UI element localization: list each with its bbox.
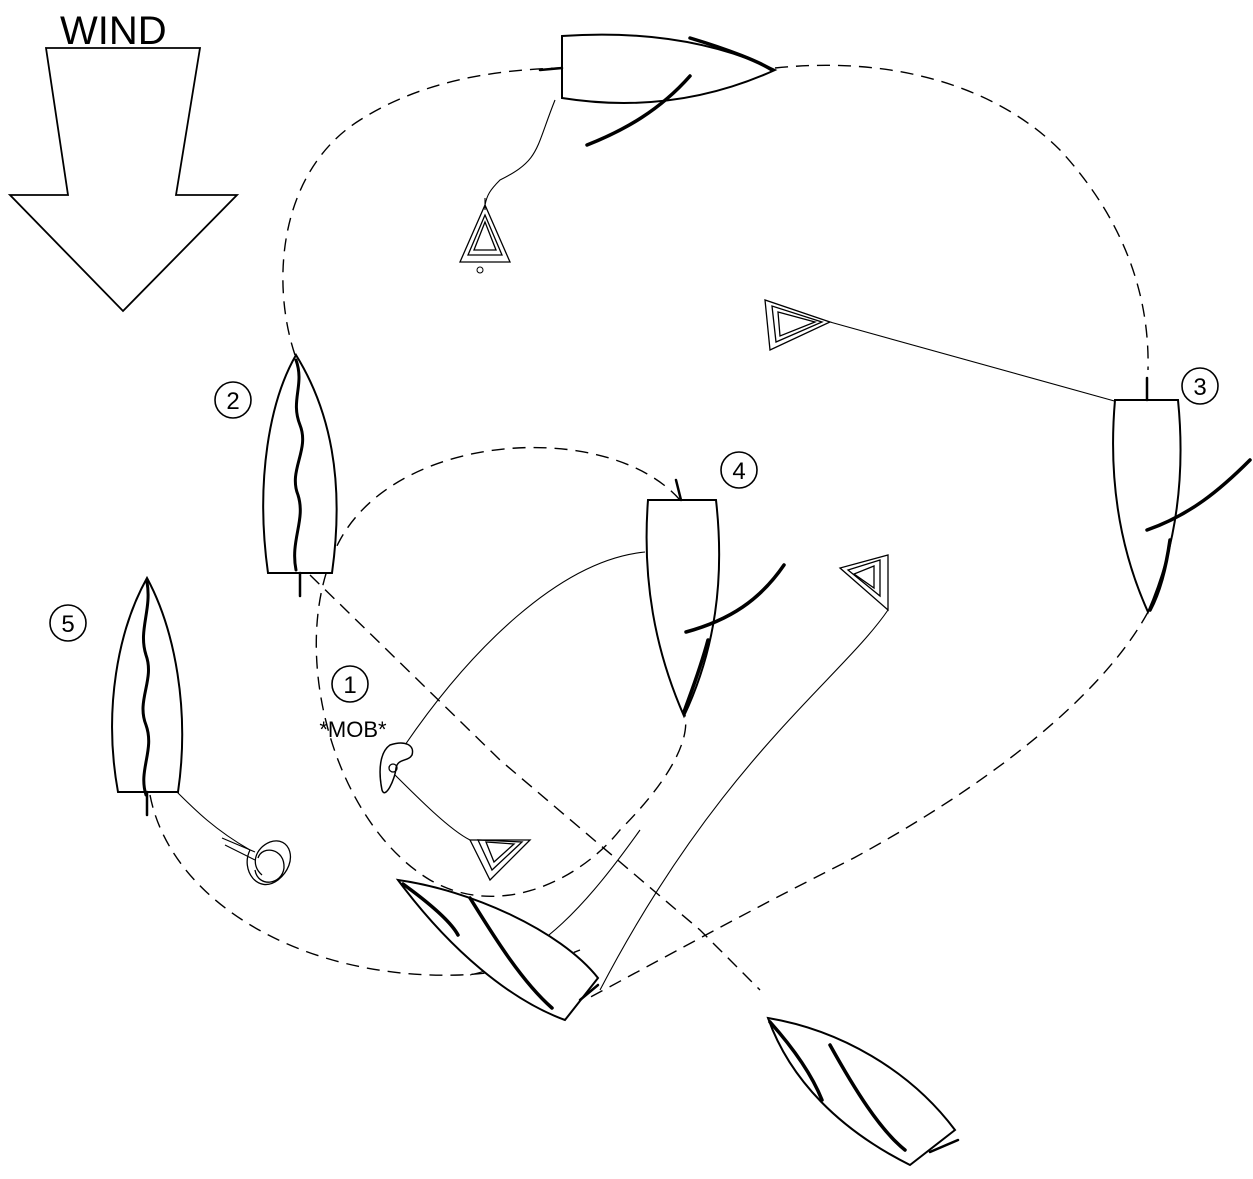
life-ring-tangled-5: [221, 837, 291, 886]
track-segment-top-right: [774, 64, 1149, 371]
tether-boat-four: [404, 551, 646, 746]
boat-step-2: [262, 353, 338, 598]
tether-top-boat: [484, 99, 556, 206]
boat-5-sail-luffing: [141, 580, 151, 797]
boat-bottom-sail: [401, 882, 460, 937]
boat-top-hull: [561, 33, 778, 105]
boat-bottom-approach: [395, 878, 600, 1022]
tether-lines: [174, 99, 1119, 991]
tether-lower-boat: [599, 609, 889, 991]
boat-3-sail: [1145, 458, 1252, 532]
step-marker-3: 3: [1181, 367, 1219, 405]
step-marker-1: 1: [331, 665, 369, 703]
tether-boat-five: [174, 789, 251, 851]
boat-bottom-hull: [395, 878, 600, 1022]
person-overboard-icon: [379, 742, 414, 794]
life-ring-right: [764, 299, 832, 351]
boat-2-sail-luffing: [293, 358, 305, 572]
boat-4-hull: [645, 499, 721, 719]
life-ring-near-mob: [468, 839, 532, 882]
boat-lower-right-hull: [766, 1016, 957, 1167]
boat-top-sail: [688, 36, 774, 72]
boat-3-hull: [1112, 399, 1182, 615]
mob-label: *MOB*: [319, 717, 387, 742]
step-number-5: 5: [61, 611, 74, 638]
boat-step-3: [1112, 376, 1252, 615]
tether-mob: [389, 769, 471, 841]
step-marker-4: 4: [720, 451, 758, 489]
track-segment-diagonal-drift: [309, 574, 761, 991]
boat-4-sail: [684, 563, 786, 634]
life-ring-mid: [838, 554, 889, 612]
wind-label: WIND: [60, 9, 167, 53]
boat-lower-right: [766, 1016, 960, 1167]
step-number-1: 1: [343, 672, 356, 699]
track-segment-top-left: [282, 67, 561, 356]
boat-2-hull: [262, 353, 338, 574]
step-number-2: 2: [226, 388, 239, 415]
boat-step-4: [645, 478, 786, 719]
boat-lower-right-sail: [768, 1020, 824, 1102]
tether-right-boat: [829, 321, 1119, 403]
step-marker-5: 5: [49, 604, 87, 642]
boat-top: [538, 33, 778, 147]
step-number-3: 3: [1193, 374, 1206, 401]
step-number-4: 4: [732, 458, 745, 485]
step-marker-2: 2: [214, 381, 252, 419]
wind-arrow-icon: [7, 47, 240, 313]
boat-step-5: [111, 575, 184, 817]
track-segment-inner-loop: [315, 446, 687, 897]
life-ring-top: [459, 198, 511, 274]
